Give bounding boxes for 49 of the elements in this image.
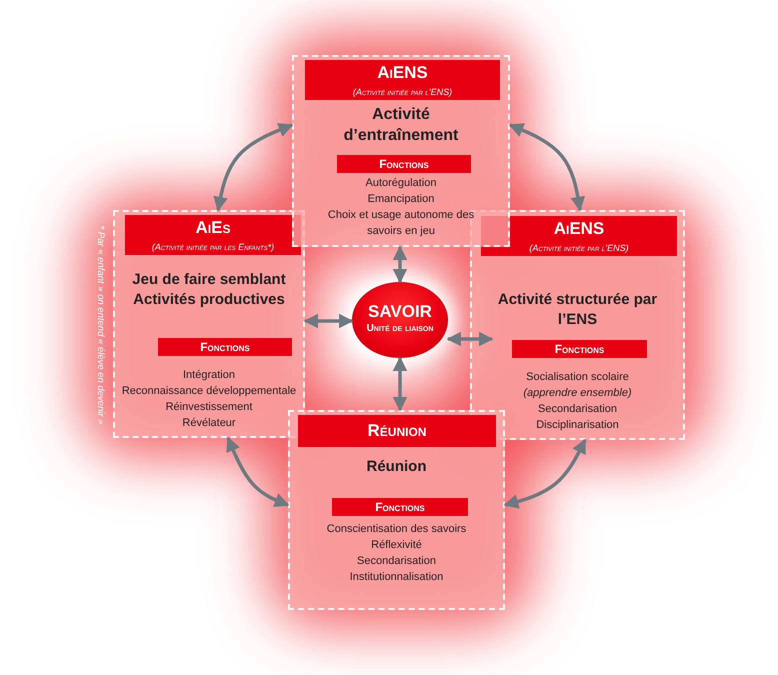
activity-title: Activité d’entraînement — [342, 105, 460, 146]
activity-panel — [292, 55, 510, 247]
function-item: Socialisation scolaire — [525, 370, 630, 385]
function-item: Secondarisation — [537, 402, 618, 417]
function-item: Conscientisation des savoirs — [326, 522, 468, 537]
header-subtitle: (Activité initiée par les Enfants*) — [150, 241, 276, 253]
function-item: Réflexivité — [370, 538, 423, 553]
function-item: Choix et usage autonome des savoirs en jeu — [326, 208, 476, 239]
function-item: Révélateur — [181, 416, 237, 431]
double-arrow — [504, 438, 587, 509]
double-arrow — [392, 356, 408, 412]
header-title: AiEs — [194, 217, 232, 239]
functions-band: Fonctions — [158, 338, 292, 356]
center-title: SAVOIR — [367, 302, 433, 322]
functions-band: Fonctions — [332, 498, 468, 516]
activity-title: Jeu de faire semblant — [131, 270, 287, 290]
double-arrow — [446, 332, 494, 346]
header-title: AiENS — [376, 62, 429, 84]
functions-band: Fonctions — [512, 340, 647, 358]
double-arrow — [508, 123, 586, 212]
activity-title: Activité structurée par l’ENS — [496, 290, 658, 329]
header-band — [305, 60, 500, 100]
header-subtitle: (Activité initiée par l’ENS) — [528, 242, 630, 254]
function-item: Autorégulation — [364, 176, 438, 191]
footnote: * Par « enfant » on entend « élève en devenir » — [95, 224, 106, 427]
function-item: Reconnaissance développementale — [120, 384, 298, 399]
functions-band: Fonctions — [337, 155, 471, 173]
header-band — [125, 215, 301, 255]
activity-panel — [113, 210, 305, 438]
knowledge-ellipse — [352, 282, 448, 358]
function-item: (apprendre ensemble) — [522, 386, 633, 401]
function-item: Secondarisation — [356, 554, 437, 569]
function-item: Réinvestissement — [164, 400, 254, 415]
activity-title: Activités productives — [132, 290, 286, 310]
header-title: Réunion — [366, 420, 428, 442]
activity-panel — [288, 410, 505, 610]
function-item: Disciplinarisation — [535, 418, 620, 433]
double-arrow — [213, 123, 294, 212]
function-item: Intégration — [182, 368, 236, 383]
header-band — [298, 415, 496, 447]
double-arrow — [392, 246, 408, 284]
center-subtitle: Unité de liaison — [366, 322, 434, 336]
header-subtitle: (Activité initiée par l’ENS) — [352, 86, 454, 98]
double-arrow — [304, 314, 354, 328]
function-item: Institutionnalisation — [348, 570, 444, 585]
activity-title: Réunion — [366, 457, 428, 476]
double-arrow — [226, 436, 290, 507]
function-item: Emancipation — [366, 192, 436, 207]
header-title: AiENS — [552, 218, 606, 240]
